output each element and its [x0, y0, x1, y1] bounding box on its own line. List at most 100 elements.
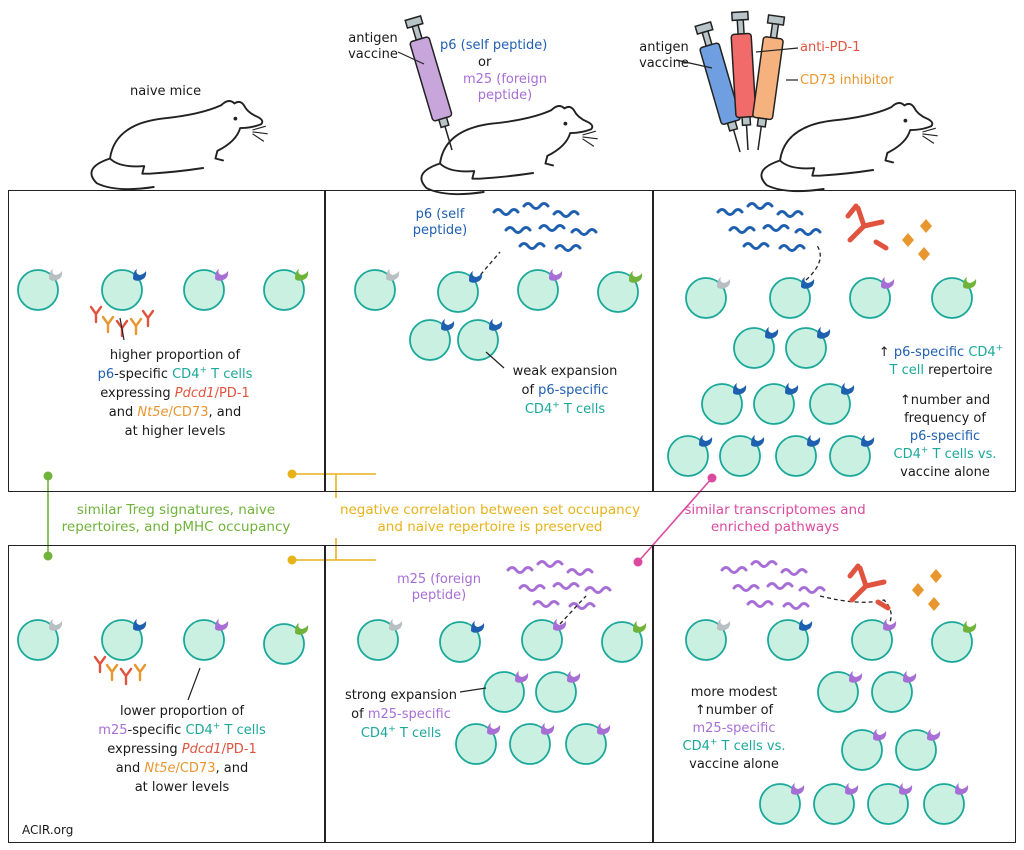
foreign-receptor: [899, 783, 913, 795]
self-receptor: [441, 319, 455, 331]
t-cell: [354, 269, 400, 311]
panel-e-m25-label: m25 (foreign peptide): [396, 572, 482, 603]
leader-line: [397, 51, 425, 65]
gray-receptor: [49, 619, 63, 631]
t-cell: [931, 277, 977, 319]
foreign-receptor: [849, 671, 863, 683]
panel-a-text: higher proportion of p6-specific CD4+ T …: [97, 348, 253, 439]
t-cell: [457, 319, 503, 361]
gray-receptor: [386, 269, 400, 281]
naive-mice-label: naive mice: [130, 84, 202, 99]
t-cell: [517, 269, 563, 311]
t-cell: [767, 619, 813, 661]
t-cell: [809, 383, 855, 425]
panel-f-text: more modest ↑number of m25-specific CD4+…: [682, 685, 786, 772]
self-receptor: [489, 319, 503, 331]
leader-line: [187, 667, 201, 701]
t-cell: [785, 327, 831, 369]
cd73-inhibitor-syringe: [752, 14, 786, 151]
anti-pd1-antibody-icon: [845, 203, 889, 251]
yellow-connector: [292, 473, 376, 498]
t-cell: [867, 783, 913, 825]
anti-pd1-label: anti-PD-1: [800, 40, 861, 55]
t-cell: [597, 271, 643, 313]
peptide-icon: [720, 560, 826, 610]
green-receptor: [295, 623, 309, 635]
cd73-inhibitor-label: CD73 inhibitor: [800, 73, 894, 88]
green-link-text: similar Treg signatures, naive repertoir…: [61, 502, 291, 535]
green-receptor: [963, 277, 977, 289]
binding-dashes: [475, 251, 501, 281]
foreign-receptor: [215, 269, 229, 281]
t-cell: [263, 269, 309, 311]
antibody-icon: [119, 667, 133, 686]
antibody-icon: [129, 317, 143, 336]
t-cell: [357, 619, 403, 661]
t-cell: [509, 723, 555, 765]
t-cell: [101, 269, 147, 311]
gray-receptor: [717, 277, 731, 289]
self-receptor: [841, 383, 855, 395]
self-receptor: [807, 435, 821, 447]
self-receptor: [765, 327, 779, 339]
leader-line: [119, 317, 125, 341]
self-receptor: [699, 435, 713, 447]
pink-dot: [633, 557, 643, 567]
p6-m25-vaccine-syringe: [404, 14, 453, 151]
t-cell: [931, 621, 977, 663]
mouse-icon: [760, 102, 938, 193]
self-receptor: [751, 435, 765, 447]
binding-dashes: [819, 595, 892, 623]
self-receptor: [817, 327, 831, 339]
t-cell: [409, 319, 455, 361]
foreign-receptor: [881, 277, 895, 289]
green-dot: [43, 471, 53, 481]
self-receptor: [861, 435, 875, 447]
t-cell: [183, 269, 229, 311]
leader-line: [755, 47, 799, 53]
t-cell: [775, 435, 821, 477]
foreign-receptor: [873, 729, 887, 741]
m25-foreign-label: m25 (foreign peptide): [462, 72, 548, 103]
panel-d-text: lower proportion of m25-specific CD4+ T …: [98, 704, 266, 795]
pink-connector: [637, 477, 713, 563]
foreign-receptor: [567, 671, 581, 683]
binding-dashes: [559, 595, 587, 625]
foreign-receptor: [903, 671, 917, 683]
foreign-receptor: [515, 671, 529, 683]
gray-receptor: [717, 619, 731, 631]
panel-b-p6-label: p6 (self peptide): [412, 207, 468, 238]
green-receptor: [963, 621, 977, 633]
pink-dot: [707, 473, 717, 483]
foreign-receptor: [487, 723, 501, 735]
t-cell: [263, 623, 309, 665]
t-cell: [923, 783, 969, 825]
antibody-icon: [133, 663, 147, 682]
t-cell: [871, 671, 917, 713]
peptide-icon: [716, 202, 822, 252]
foreign-receptor: [553, 619, 567, 631]
antibody-icon: [89, 305, 103, 324]
t-cell: [849, 277, 895, 319]
t-cell: [483, 671, 529, 713]
t-cell: [813, 783, 859, 825]
yellow-link-text: negative correlation between set occupan…: [339, 502, 641, 535]
self-receptor: [785, 383, 799, 395]
t-cell: [685, 277, 731, 319]
green-receptor: [295, 269, 309, 281]
leader-line: [675, 59, 713, 69]
t-cell: [841, 729, 887, 771]
credit: ACIR.org: [22, 823, 74, 837]
panel-c-text-2: ↑number and frequency of p6-specific CD4…: [893, 393, 997, 480]
foreign-receptor: [791, 783, 805, 795]
self-receptor: [133, 269, 147, 281]
cd73-inhibitor-icon: [912, 569, 942, 611]
t-cell: [685, 619, 731, 661]
panel-b: [324, 190, 654, 492]
self-receptor: [469, 271, 483, 283]
leader-line: [459, 687, 487, 693]
cd73-inhibitor-icon: [902, 219, 932, 261]
gray-receptor: [49, 269, 63, 281]
self-receptor: [471, 621, 485, 633]
foreign-receptor: [955, 783, 969, 795]
